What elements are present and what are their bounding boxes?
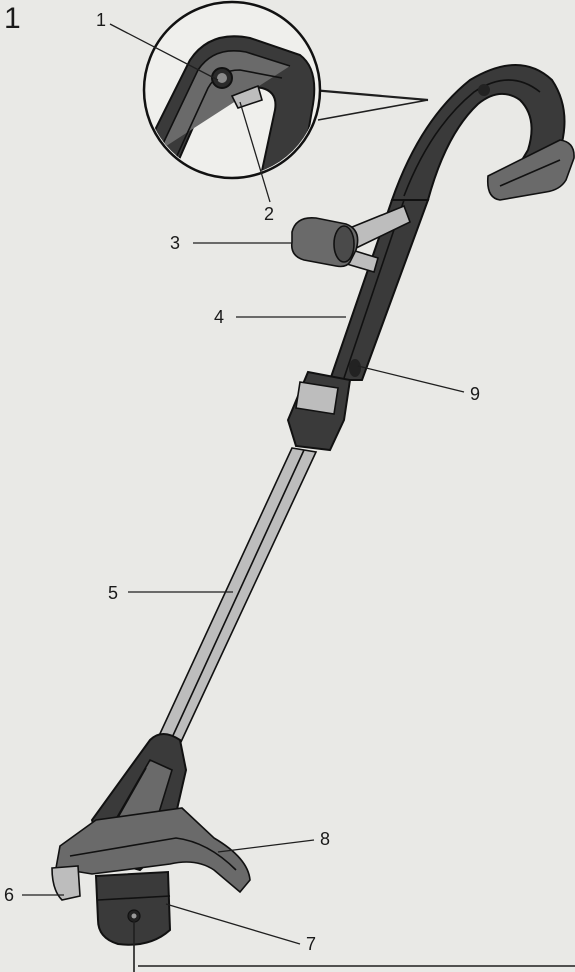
callout-1: 1 <box>96 10 219 81</box>
callout-4-label: 4 <box>214 307 224 327</box>
callout-9: 9 <box>357 365 480 404</box>
callout-9-label: 9 <box>470 384 480 404</box>
callout-4: 4 <box>214 307 346 327</box>
callout-1-label: 1 <box>96 10 106 30</box>
callout-7-label: 7 <box>306 934 316 954</box>
callout-6: 6 <box>4 885 64 905</box>
callout-3: 3 <box>170 233 292 253</box>
callout-3-label: 3 <box>170 233 180 253</box>
callout-5-label: 5 <box>108 583 118 603</box>
callout-8: 8 <box>217 829 330 853</box>
trimmer-body <box>51 64 575 946</box>
detail-inset <box>142 0 429 180</box>
figure-number: 1 <box>4 2 21 35</box>
callout-7: 7 <box>165 903 316 954</box>
callout-6-label: 6 <box>4 885 14 905</box>
callout-8-label: 8 <box>320 829 330 849</box>
callout-2: 2 <box>239 101 274 224</box>
callout-2-label: 2 <box>264 204 274 224</box>
callout-5: 5 <box>108 583 233 603</box>
